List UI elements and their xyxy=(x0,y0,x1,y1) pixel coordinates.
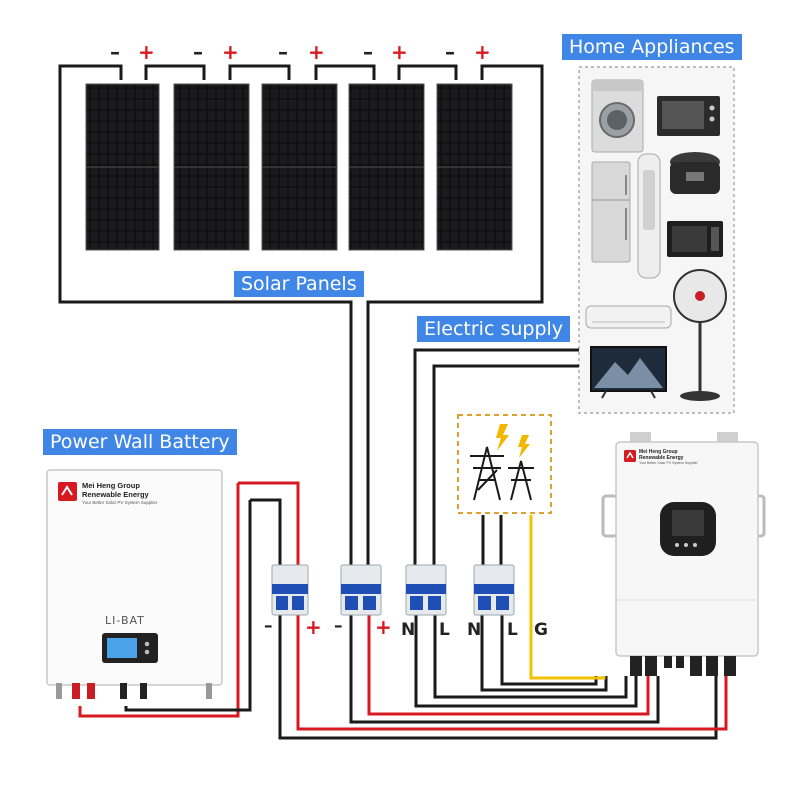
solar-panel xyxy=(436,83,513,251)
panel-pos-mark: + xyxy=(308,40,325,64)
panel-pos-mark: + xyxy=(474,40,491,64)
panel-pos-mark: + xyxy=(222,40,239,64)
battery-brand-line2: Renewable Energy xyxy=(82,490,149,499)
inverter-slogan: Your Better Solar PV System Supplier xyxy=(639,461,698,465)
company-logo-icon xyxy=(624,450,636,462)
load-breaker xyxy=(405,564,447,616)
solar-panels-label: Solar Panels xyxy=(234,271,364,297)
panel-pos-mark: + xyxy=(391,40,408,64)
terminal-label: N xyxy=(401,620,416,640)
terminal-label: – xyxy=(334,616,343,636)
panel-neg-mark: – xyxy=(363,40,373,64)
power-wall-battery xyxy=(46,469,223,699)
battery-brand: Mei Heng Group Renewable Energy Your Bet… xyxy=(82,481,157,506)
panel-neg-mark: – xyxy=(110,40,120,64)
battery-breaker xyxy=(271,564,309,616)
ac-wires xyxy=(413,348,638,708)
wall-air-conditioner-icon xyxy=(585,305,672,329)
refrigerator-icon xyxy=(591,161,631,263)
inverter-brand-line1: Mei Heng Group xyxy=(639,449,678,455)
lightning-bolt-icon xyxy=(496,424,530,458)
tower-air-conditioner-icon xyxy=(637,153,661,279)
solar-panel-array xyxy=(85,83,513,251)
power-wall-battery-label: Power Wall Battery xyxy=(43,429,237,455)
electric-supply-label: Electric supply xyxy=(417,316,571,342)
battery-brand-line1: Mei Heng Group xyxy=(82,481,140,490)
home-appliances-label: Home Appliances xyxy=(562,34,742,60)
television-icon xyxy=(590,346,667,399)
electric-fan-icon xyxy=(673,269,727,401)
microwave-icon xyxy=(667,221,723,257)
terminal-label: N xyxy=(467,620,482,640)
terminal-label: L xyxy=(507,620,518,640)
pv-string-wires xyxy=(58,64,544,565)
ground-wire xyxy=(529,515,606,680)
solar-panel xyxy=(261,83,338,251)
terminal-label: – xyxy=(264,616,273,636)
inverter-ports xyxy=(630,656,736,676)
terminal-label: + xyxy=(305,615,322,639)
panel-pos-mark: + xyxy=(138,40,155,64)
transmission-tower-icon xyxy=(470,446,534,501)
circuit-breakers xyxy=(271,564,515,616)
utility-grid-box xyxy=(457,414,552,514)
terminal-label: G xyxy=(534,620,548,640)
inverter-brand: Mei Heng Group Renewable Energy Your Bet… xyxy=(639,449,698,466)
terminal-label: L xyxy=(439,620,450,640)
home-appliances-group xyxy=(578,66,735,414)
toaster-oven-icon xyxy=(657,96,720,136)
panel-neg-mark: – xyxy=(445,40,455,64)
pv-breaker xyxy=(340,564,382,616)
inverter-brand-line2: Renewable Energy xyxy=(639,455,684,461)
washing-machine-icon xyxy=(591,79,644,153)
solar-panel xyxy=(173,83,250,251)
terminal-label: + xyxy=(375,615,392,639)
panel-neg-mark: – xyxy=(193,40,203,64)
panel-neg-mark: – xyxy=(278,40,288,64)
solar-panel xyxy=(348,83,425,251)
hybrid-inverter xyxy=(601,432,766,676)
grid-breaker xyxy=(473,564,515,616)
battery-slogan: Your Better Solar PV System Supplier xyxy=(82,500,158,505)
rice-cooker-icon xyxy=(670,152,720,194)
company-logo-icon xyxy=(58,482,77,501)
solar-panel xyxy=(85,83,160,251)
battery-model-label: LI-BAT xyxy=(105,614,145,627)
battery-terminals xyxy=(56,683,212,699)
battery-wires xyxy=(78,481,728,740)
